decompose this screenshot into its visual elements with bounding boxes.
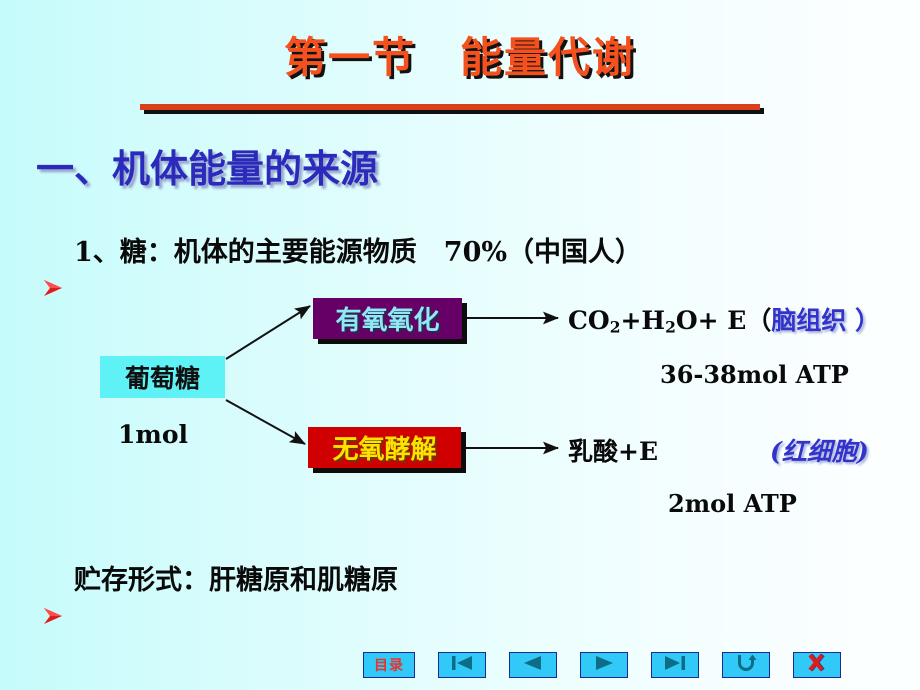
- nav-button-last-slide[interactable]: [651, 652, 699, 678]
- diagram-box-aerobic-oxidation: 有氧氧化: [313, 298, 462, 339]
- navigation-bar: 目录: [363, 652, 841, 678]
- bullet-item-label: 贮存形式：肝糖原和肌糖原: [74, 565, 398, 596]
- triangle-left-icon: [518, 654, 548, 676]
- diagram-box-glucose: 葡萄糖: [100, 356, 225, 398]
- nav-button-contents[interactable]: 目录: [363, 652, 415, 678]
- equation-anaerobic-products: 乳酸+E: [568, 437, 659, 466]
- arrowhead-bullet-icon: [40, 237, 66, 296]
- nav-button-next-slide[interactable]: [580, 652, 628, 678]
- nav-button-contents-label: 目录: [374, 658, 404, 674]
- page-title: 第一节 能量代谢: [283, 33, 636, 82]
- skip-forward-icon: [660, 654, 690, 676]
- bullet-item-storage-form: 贮存形式：肝糖原和肌糖原: [40, 558, 398, 624]
- u-turn-icon: [735, 654, 757, 676]
- equation-aerobic-products: CO2+H2O+ E（脑组织 ）: [568, 301, 880, 337]
- diagram-box-aerobic-label: 有氧氧化: [335, 306, 440, 336]
- title-divider: [140, 104, 760, 110]
- tissue-note-brain: 脑组织 ）: [771, 306, 881, 335]
- bullet-item-carbohydrate: 1、糖：机体的主要能源物质 70%（中国人）: [40, 230, 643, 296]
- skip-back-icon: [447, 654, 477, 676]
- equation-anaerobic-atp-yield: 2mol ATP: [668, 489, 797, 518]
- diagram-label-substrate-amount: 1mol: [118, 420, 189, 449]
- diagram-box-anaerobic-label: 无氧酵解: [332, 435, 437, 465]
- equation-subscript-2b: 2: [665, 317, 676, 337]
- equation-part-co: CO: [568, 306, 610, 335]
- nav-button-first-slide[interactable]: [438, 652, 486, 678]
- red-x-icon: [806, 653, 828, 676]
- equation-aerobic-atp-yield: 36-38mol ATP: [660, 360, 849, 389]
- tissue-note-red-blood-cell: (红细胞): [770, 437, 869, 466]
- triangle-right-icon: [589, 654, 619, 676]
- nav-button-previous-slide[interactable]: [509, 652, 557, 678]
- diagram-box-anaerobic-glycolysis: 无氧酵解: [308, 427, 461, 468]
- nav-button-close[interactable]: [793, 652, 841, 678]
- diagram-box-glucose-label: 葡萄糖: [124, 364, 200, 393]
- nav-button-return[interactable]: [722, 652, 770, 678]
- equation-part-o-energy: O+ E（: [675, 306, 772, 335]
- arrowhead-bullet-icon: [40, 565, 66, 624]
- equation-subscript-2: 2: [609, 317, 621, 337]
- bullet-item-label: 1、糖：机体的主要能源物质 70%（中国人）: [74, 237, 643, 268]
- section-heading: 一、机体能量的来源: [36, 146, 379, 191]
- equation-part-h: +H: [620, 306, 666, 335]
